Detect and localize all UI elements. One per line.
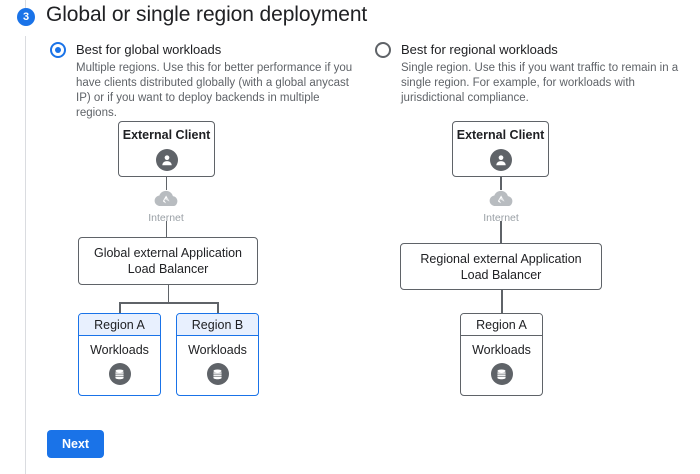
connector-split-bar-global bbox=[119, 302, 218, 304]
radio-global-indicator[interactable] bbox=[50, 42, 66, 58]
database-icon bbox=[108, 363, 131, 385]
load-balancer-label-line2: Load Balancer bbox=[127, 262, 209, 276]
radio-global-dot bbox=[55, 47, 61, 53]
node-load-balancer-global: Global external Application Load Balance… bbox=[78, 237, 258, 285]
diagram-regional: External Client Internet Regional extern… bbox=[350, 0, 700, 474]
region-a-workloads-label: Workloads bbox=[90, 343, 149, 357]
connector-internet-to-lb-global bbox=[165, 221, 167, 237]
node-external-client-regional: External Client bbox=[452, 121, 549, 177]
cloud-icon bbox=[489, 190, 513, 207]
region-a-box: Region A Workloads bbox=[460, 313, 543, 396]
region-a-title: Region A bbox=[461, 314, 542, 336]
region-b-body: Workloads bbox=[177, 336, 258, 385]
external-client-label: External Client bbox=[456, 128, 545, 142]
internet-label: Internet bbox=[148, 212, 184, 224]
connector-lb-to-region-regional bbox=[501, 290, 503, 313]
radio-global-label: Best for global workloads bbox=[76, 42, 222, 57]
region-a-body: Workloads bbox=[79, 336, 160, 385]
radio-option-global[interactable]: Best for global workloads Multiple regio… bbox=[50, 41, 362, 121]
region-a-title: Region A bbox=[79, 314, 160, 336]
load-balancer-label-line2: Load Balancer bbox=[460, 267, 542, 282]
radio-global-description: Multiple regions. Use this for better pe… bbox=[76, 62, 353, 119]
stepper-rail-bottom bbox=[25, 36, 26, 474]
person-icon bbox=[155, 149, 178, 171]
cloud-icon bbox=[154, 190, 178, 207]
page-title: Global or single region deployment bbox=[46, 3, 368, 26]
internet-node-global: Internet bbox=[141, 189, 191, 224]
region-a-box: Region A Workloads bbox=[78, 313, 161, 396]
node-load-balancer-regional: Regional external Application Load Balan… bbox=[400, 243, 602, 290]
external-client-label: External Client bbox=[122, 128, 211, 142]
region-b-workloads-label: Workloads bbox=[188, 343, 247, 357]
region-card-b-global: Region B Workloads bbox=[176, 313, 259, 396]
node-external-client-global: External Client bbox=[118, 121, 215, 177]
radio-option-regional[interactable]: Best for regional workloads Single regio… bbox=[375, 41, 680, 106]
region-b-box: Region B Workloads bbox=[176, 313, 259, 396]
database-icon bbox=[490, 363, 513, 385]
load-balancer-label-line1: Global external Application bbox=[93, 246, 242, 260]
connector-internet-to-lb-regional bbox=[500, 221, 502, 243]
region-a-body: Workloads bbox=[461, 336, 542, 385]
radio-regional-indicator[interactable] bbox=[375, 42, 391, 58]
region-b-title: Region B bbox=[177, 314, 258, 336]
connector-lb-stem-global bbox=[167, 285, 169, 303]
internet-label: Internet bbox=[483, 212, 519, 224]
database-icon bbox=[206, 363, 229, 385]
region-card-a-regional: Region A Workloads bbox=[460, 313, 543, 396]
radio-regional-description: Single region. Use this if you want traf… bbox=[401, 62, 679, 104]
internet-node-regional: Internet bbox=[476, 189, 526, 224]
stepper-rail-top bbox=[25, 0, 26, 8]
connector-client-to-internet-regional bbox=[500, 177, 502, 190]
next-button[interactable]: Next bbox=[47, 430, 105, 458]
region-a-workloads-label: Workloads bbox=[472, 343, 531, 357]
region-card-a-global: Region A Workloads bbox=[78, 313, 161, 396]
radio-regional-label: Best for regional workloads bbox=[401, 42, 558, 57]
connector-to-region-a-global bbox=[119, 302, 121, 313]
load-balancer-label-line1: Regional external Application bbox=[420, 251, 582, 266]
connector-client-to-internet-global bbox=[165, 177, 167, 190]
connector-to-region-b-global bbox=[217, 302, 219, 313]
person-icon bbox=[489, 149, 512, 171]
diagram-global: External Client Internet Global externa bbox=[78, 121, 259, 396]
step-number-badge: 3 bbox=[17, 8, 35, 26]
